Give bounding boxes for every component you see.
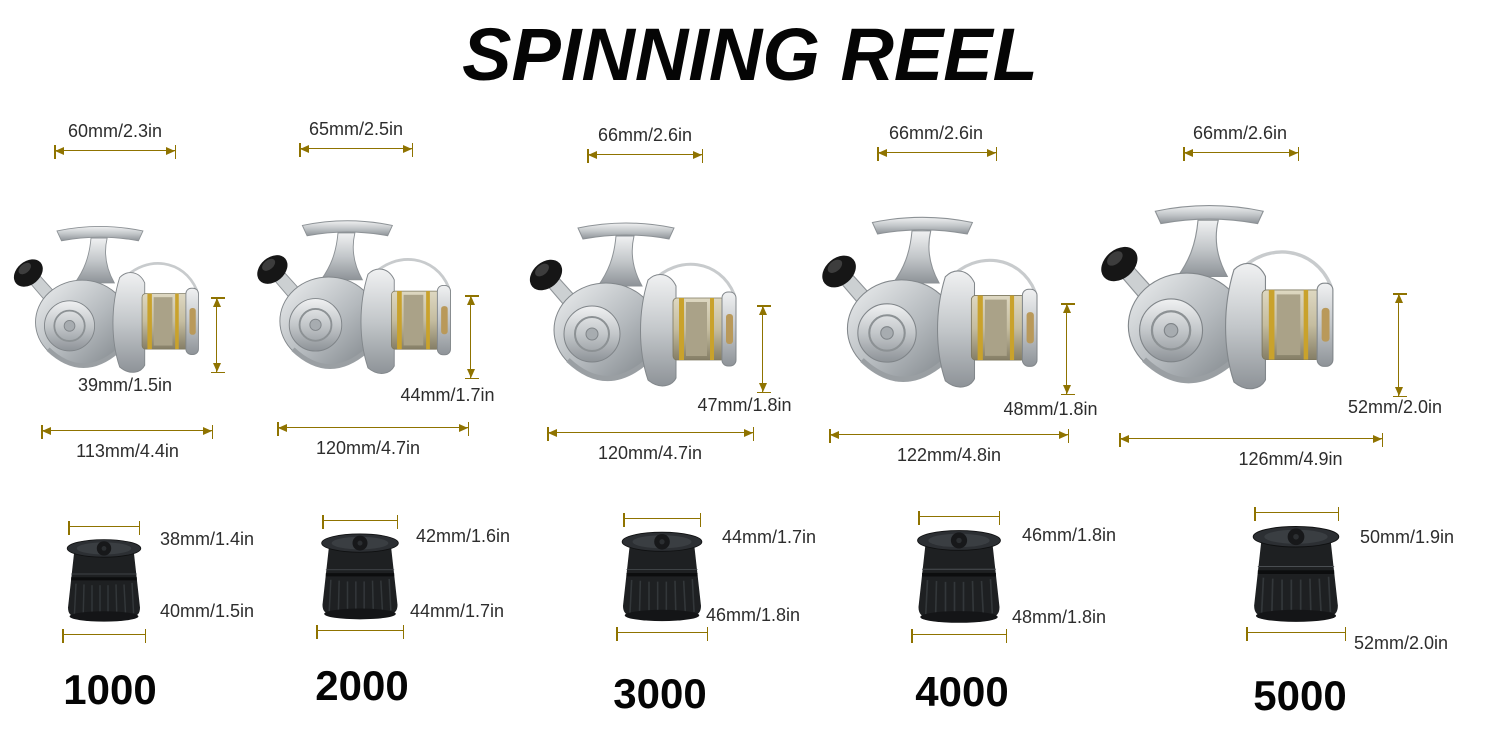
spare-spool-bottom-width-label: 44mm/1.7in (410, 601, 505, 621)
spare-spool-top-width-label: 38mm/1.4in (160, 529, 255, 549)
page-title: SPINNING REEL (462, 13, 1038, 96)
spare-spool-bottom-width-label: 52mm/2.0in (1354, 633, 1449, 653)
overall-width-label: 113mm/4.4in (76, 441, 179, 461)
spool-height-label: 52mm/2.0in (1347, 397, 1443, 417)
spool-height-arrow (464, 295, 479, 379)
spare-spool-top-width-label: 44mm/1.7in (722, 527, 817, 547)
spare-spool-top-width-label: 46mm/1.8in (1022, 525, 1117, 545)
overall-width-arrow (277, 421, 469, 436)
spare-spool-image (56, 534, 152, 626)
spool-height-label: 44mm/1.7in (400, 385, 495, 405)
spare-spool-bottom-width-label: 48mm/1.8in (1012, 607, 1107, 627)
spool-height-label: 47mm/1.8in (697, 395, 792, 415)
reel-image (248, 216, 473, 413)
spare-spool-bottom-width-line (62, 628, 146, 643)
top-width-arrow (54, 144, 176, 159)
top-width-label: 60mm/2.3in (67, 121, 163, 141)
spare-spool-top-width-line (68, 520, 140, 535)
top-width-arrow (877, 146, 997, 161)
overall-width-label: 120mm/4.7in (597, 443, 703, 463)
model-label: 1000 (63, 666, 157, 713)
spare-spool-bottom-width-line (616, 626, 708, 641)
top-width-label: 66mm/2.6in (1192, 123, 1288, 143)
reel-image (1090, 200, 1360, 436)
spare-spool-image (610, 526, 714, 626)
overall-width-label: 126mm/4.9in (1238, 449, 1343, 469)
spool-height-label: 48mm/1.8in (1003, 399, 1098, 419)
spare-spool-image (905, 524, 1013, 628)
top-width-arrow (299, 142, 413, 157)
overall-width-label: 122mm/4.8in (896, 445, 1002, 465)
spare-spool-top-width-line (322, 514, 398, 529)
spare-spool-top-width-line (623, 512, 701, 527)
overall-width-arrow (41, 424, 213, 439)
overall-width-arrow (829, 428, 1069, 443)
spool-height-arrow (1392, 293, 1407, 397)
spare-spool-top-width-label: 42mm/1.6in (416, 526, 511, 546)
model-label: 3000 (613, 670, 707, 717)
spare-spool-bottom-width-line (1246, 626, 1346, 641)
top-width-arrow (1183, 146, 1299, 161)
spool-height-label: 39mm/1.5in (77, 375, 173, 395)
spare-spool-image (310, 528, 410, 624)
spool-height-arrow (210, 297, 225, 373)
spare-spool-bottom-width-label: 40mm/1.5in (160, 601, 255, 621)
spare-spool-bottom-width-label: 46mm/1.8in (706, 605, 801, 625)
spare-spool-top-width-line (1254, 506, 1339, 521)
model-label: 2000 (315, 662, 409, 709)
overall-width-label: 120mm/4.7in (315, 438, 421, 458)
spare-spool-bottom-width-line (316, 624, 404, 639)
overall-width-arrow (547, 426, 754, 441)
spare-spool-top-width-line (918, 510, 1000, 525)
model-label: 5000 (1253, 672, 1347, 719)
top-width-label: 66mm/2.6in (888, 123, 984, 143)
spare-spool-top-width-label: 50mm/1.9in (1360, 527, 1455, 547)
spare-spool-image (1240, 520, 1352, 627)
spare-spool-bottom-width-line (911, 628, 1007, 643)
spool-height-arrow (1060, 303, 1075, 395)
model-label: 4000 (915, 668, 1009, 715)
overall-width-arrow (1119, 432, 1383, 447)
spool-height-arrow (756, 305, 771, 393)
top-width-label: 66mm/2.6in (597, 125, 693, 145)
top-width-arrow (587, 148, 703, 163)
top-width-label: 65mm/2.5in (308, 119, 404, 139)
